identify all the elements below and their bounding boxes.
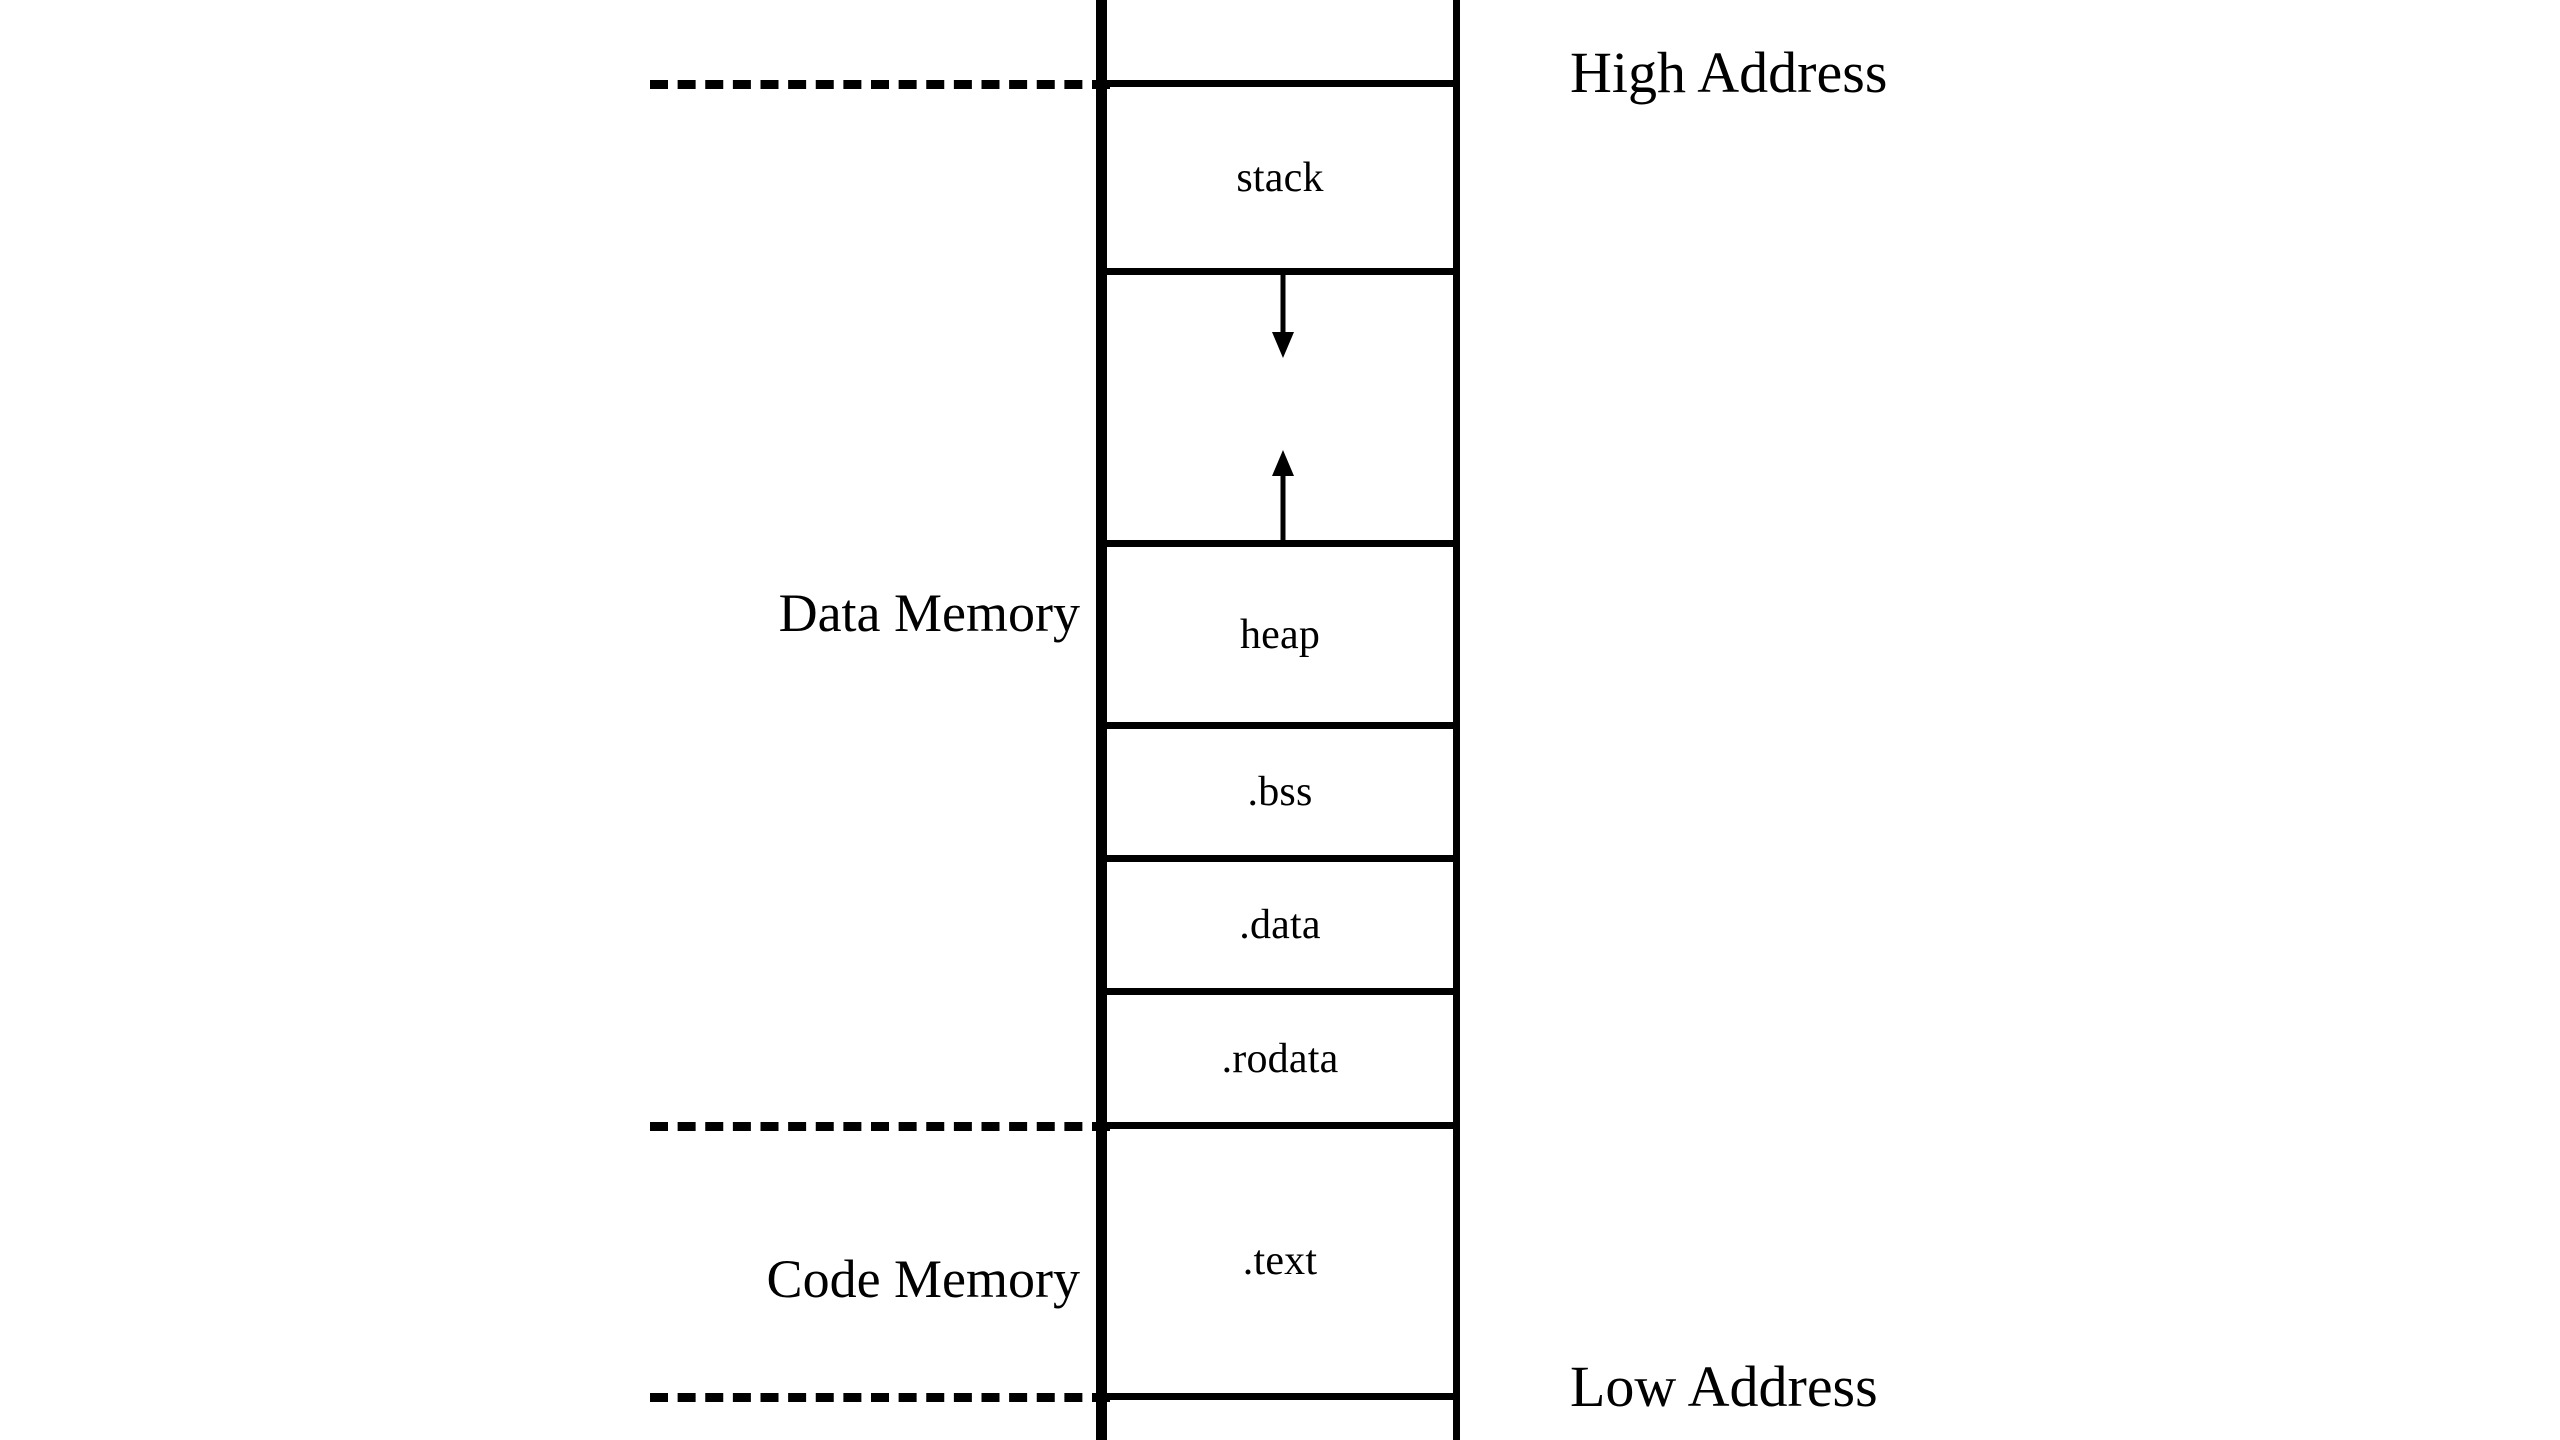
group-label-code-memory: Code Memory — [766, 1249, 1080, 1309]
group-label-data-memory: Data Memory — [778, 583, 1080, 643]
segment-label-text: .text — [1242, 1238, 1318, 1284]
dashed-leader-low-address — [650, 1393, 1110, 1402]
segment-label-stack: stack — [1236, 154, 1324, 201]
segment-above-stack — [1100, 0, 1460, 80]
segment-below-text — [1100, 1393, 1460, 1440]
stack-grows-down-arrow — [1272, 268, 1294, 358]
segment-data: .data — [1100, 855, 1460, 988]
address-label-low: Low Address — [1570, 1354, 1878, 1419]
segment-bss: .bss — [1100, 722, 1460, 855]
segment-gap — [1100, 268, 1460, 540]
segment-label-bss: .bss — [1247, 769, 1313, 815]
segment-label-heap: heap — [1239, 611, 1321, 658]
growth-arrows — [1272, 268, 1294, 540]
segment-stack: stack — [1100, 80, 1460, 268]
segment-label-data: .data — [1239, 902, 1321, 948]
dashed-leader-high-address — [650, 80, 1110, 89]
segment-label-rodata: .rodata — [1221, 1035, 1339, 1082]
address-label-high: High Address — [1570, 40, 1888, 105]
data-memory-spine — [1096, 0, 1103, 1122]
heap-grows-up-arrow — [1272, 450, 1294, 540]
dashed-leader-code-data-boundary — [650, 1122, 1110, 1131]
segment-text: .text — [1100, 1122, 1460, 1393]
segment-heap: heap — [1100, 540, 1460, 722]
code-memory-spine — [1096, 1122, 1103, 1440]
segment-rodata: .rodata — [1100, 988, 1460, 1122]
